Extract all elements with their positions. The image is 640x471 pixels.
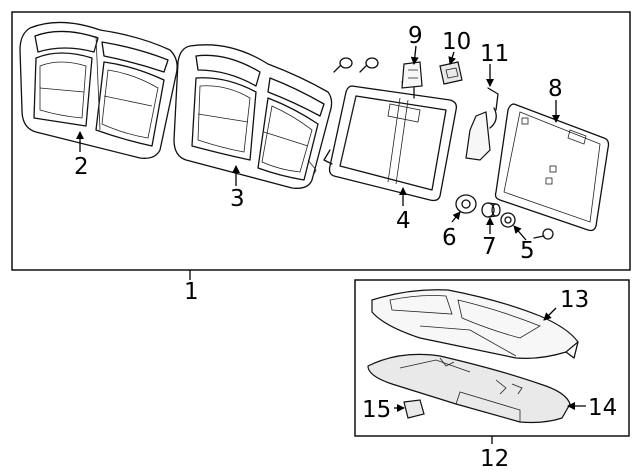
callout-10: 10 [442, 29, 471, 55]
part-10-clip[interactable] [439, 61, 463, 85]
part-9-latch-bracket[interactable] [401, 61, 423, 89]
callout-15: 15 [362, 397, 391, 423]
part-8-rear-panel[interactable] [494, 103, 610, 232]
callout-7: 7 [482, 234, 497, 260]
part-3-seatback-cover-right[interactable] [173, 44, 333, 189]
part-7-bushing[interactable] [481, 202, 501, 218]
part-5-nut-bolt[interactable] [500, 212, 554, 240]
leader-9 [410, 45, 419, 65]
upper-assembly-frame [11, 11, 631, 271]
part-14-cushion-frame[interactable] [367, 353, 571, 424]
callout-9: 9 [408, 23, 423, 49]
callout-8: 8 [548, 76, 563, 102]
leader-6 [451, 211, 461, 223]
callout-6: 6 [442, 225, 457, 251]
callout-1: 1 [184, 279, 199, 305]
callout-12: 12 [480, 446, 509, 471]
callout-14: 14 [588, 395, 617, 421]
leader-13 [543, 307, 557, 321]
bolt-pair-upper[interactable] [333, 57, 379, 73]
leader-10 [448, 51, 457, 65]
callout-5: 5 [520, 238, 535, 264]
part-4-seatback-frame[interactable] [323, 81, 458, 202]
part-2-seatback-cover-left[interactable] [19, 21, 178, 159]
part-15-clip[interactable] [403, 399, 425, 419]
callout-11: 11 [480, 41, 509, 67]
callout-3: 3 [230, 186, 245, 212]
part-13-cushion-cover[interactable] [371, 289, 579, 359]
leader-5 [513, 225, 527, 241]
part-6-grommet[interactable] [455, 194, 477, 214]
part-11-release-cable[interactable] [465, 87, 499, 161]
callout-13: 13 [560, 287, 589, 313]
callout-4: 4 [396, 208, 411, 234]
callout-2: 2 [74, 154, 89, 180]
